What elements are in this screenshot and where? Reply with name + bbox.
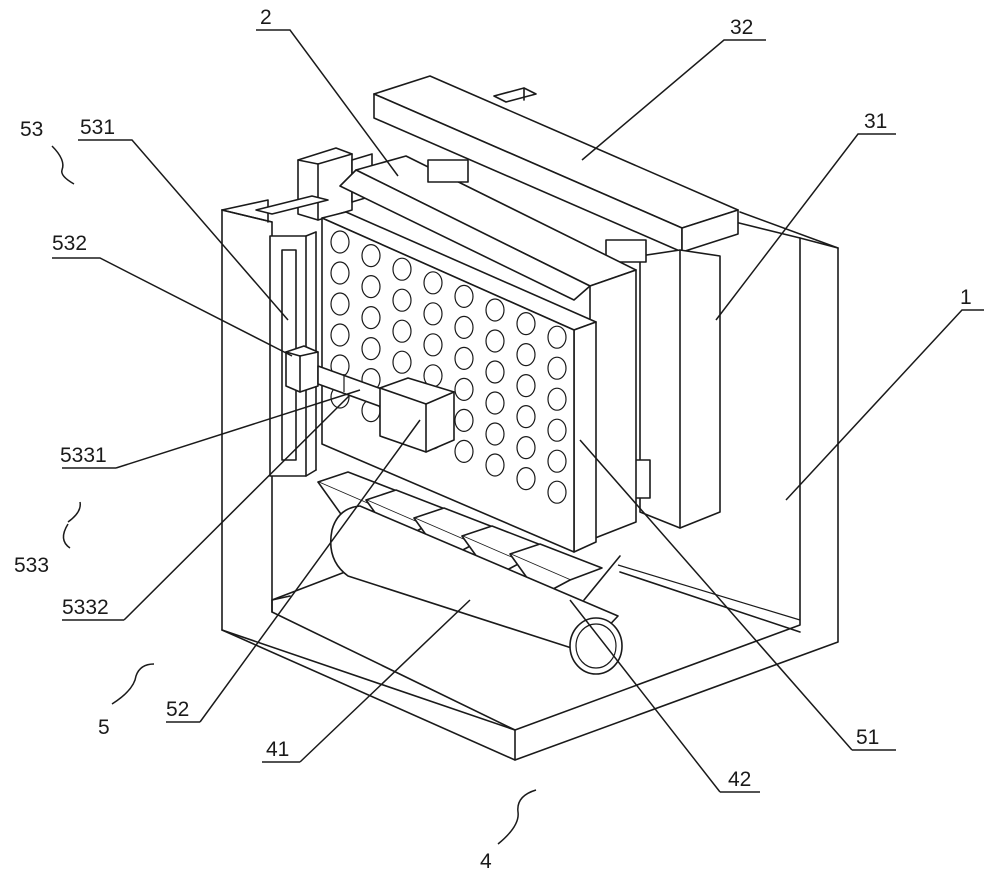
hole xyxy=(485,298,505,322)
top-bar xyxy=(373,75,739,253)
fin xyxy=(509,543,603,581)
hole xyxy=(392,257,412,281)
hole xyxy=(454,315,474,339)
hole xyxy=(454,284,474,308)
hole xyxy=(361,244,381,268)
hole xyxy=(361,337,381,361)
label-32: 32 xyxy=(730,16,753,39)
label-531: 531 xyxy=(80,116,115,139)
label-41: 41 xyxy=(266,738,289,761)
hole xyxy=(485,360,505,384)
hole xyxy=(454,377,474,401)
hole xyxy=(516,343,536,367)
hole xyxy=(485,453,505,477)
label-53: 53 xyxy=(20,118,43,141)
label-5331: 5331 xyxy=(60,444,107,467)
hole xyxy=(423,271,443,295)
hole xyxy=(547,387,567,411)
hole xyxy=(516,467,536,491)
hole xyxy=(547,418,567,442)
label-42: 42 xyxy=(728,768,751,791)
leader-lines xyxy=(51,29,984,845)
hole xyxy=(516,374,536,398)
hole xyxy=(392,319,412,343)
hole xyxy=(361,306,381,330)
label-532: 532 xyxy=(52,232,87,255)
hole xyxy=(423,333,443,357)
hole xyxy=(547,325,567,349)
label-5332: 5332 xyxy=(62,596,109,619)
hole xyxy=(485,422,505,446)
label-4: 4 xyxy=(480,850,492,872)
rod-assembly xyxy=(285,345,455,453)
label-5: 5 xyxy=(98,716,110,739)
pipe xyxy=(329,505,623,675)
hole xyxy=(361,275,381,299)
label-533: 533 xyxy=(14,554,49,577)
hole xyxy=(330,261,350,285)
label-2: 2 xyxy=(260,6,272,29)
hole xyxy=(454,439,474,463)
hole xyxy=(330,230,350,254)
hole xyxy=(547,480,567,504)
label-52: 52 xyxy=(166,698,189,721)
middle-plate xyxy=(339,155,637,541)
hole xyxy=(454,408,474,432)
hole xyxy=(516,312,536,336)
hole xyxy=(547,449,567,473)
hole xyxy=(516,405,536,429)
label-1: 1 xyxy=(960,286,972,309)
hole xyxy=(330,292,350,316)
labels: 53 531 532 5331 533 5332 5 52 41 4 42 51… xyxy=(14,6,972,872)
hole xyxy=(392,350,412,374)
frame-box xyxy=(221,199,839,761)
hole xyxy=(485,391,505,415)
hole xyxy=(516,436,536,460)
hole xyxy=(454,346,474,370)
label-51: 51 xyxy=(856,726,879,749)
hole xyxy=(547,356,567,380)
label-31: 31 xyxy=(864,110,887,133)
hole xyxy=(423,302,443,326)
hole xyxy=(330,323,350,347)
hole xyxy=(485,329,505,353)
hole xyxy=(392,288,412,312)
